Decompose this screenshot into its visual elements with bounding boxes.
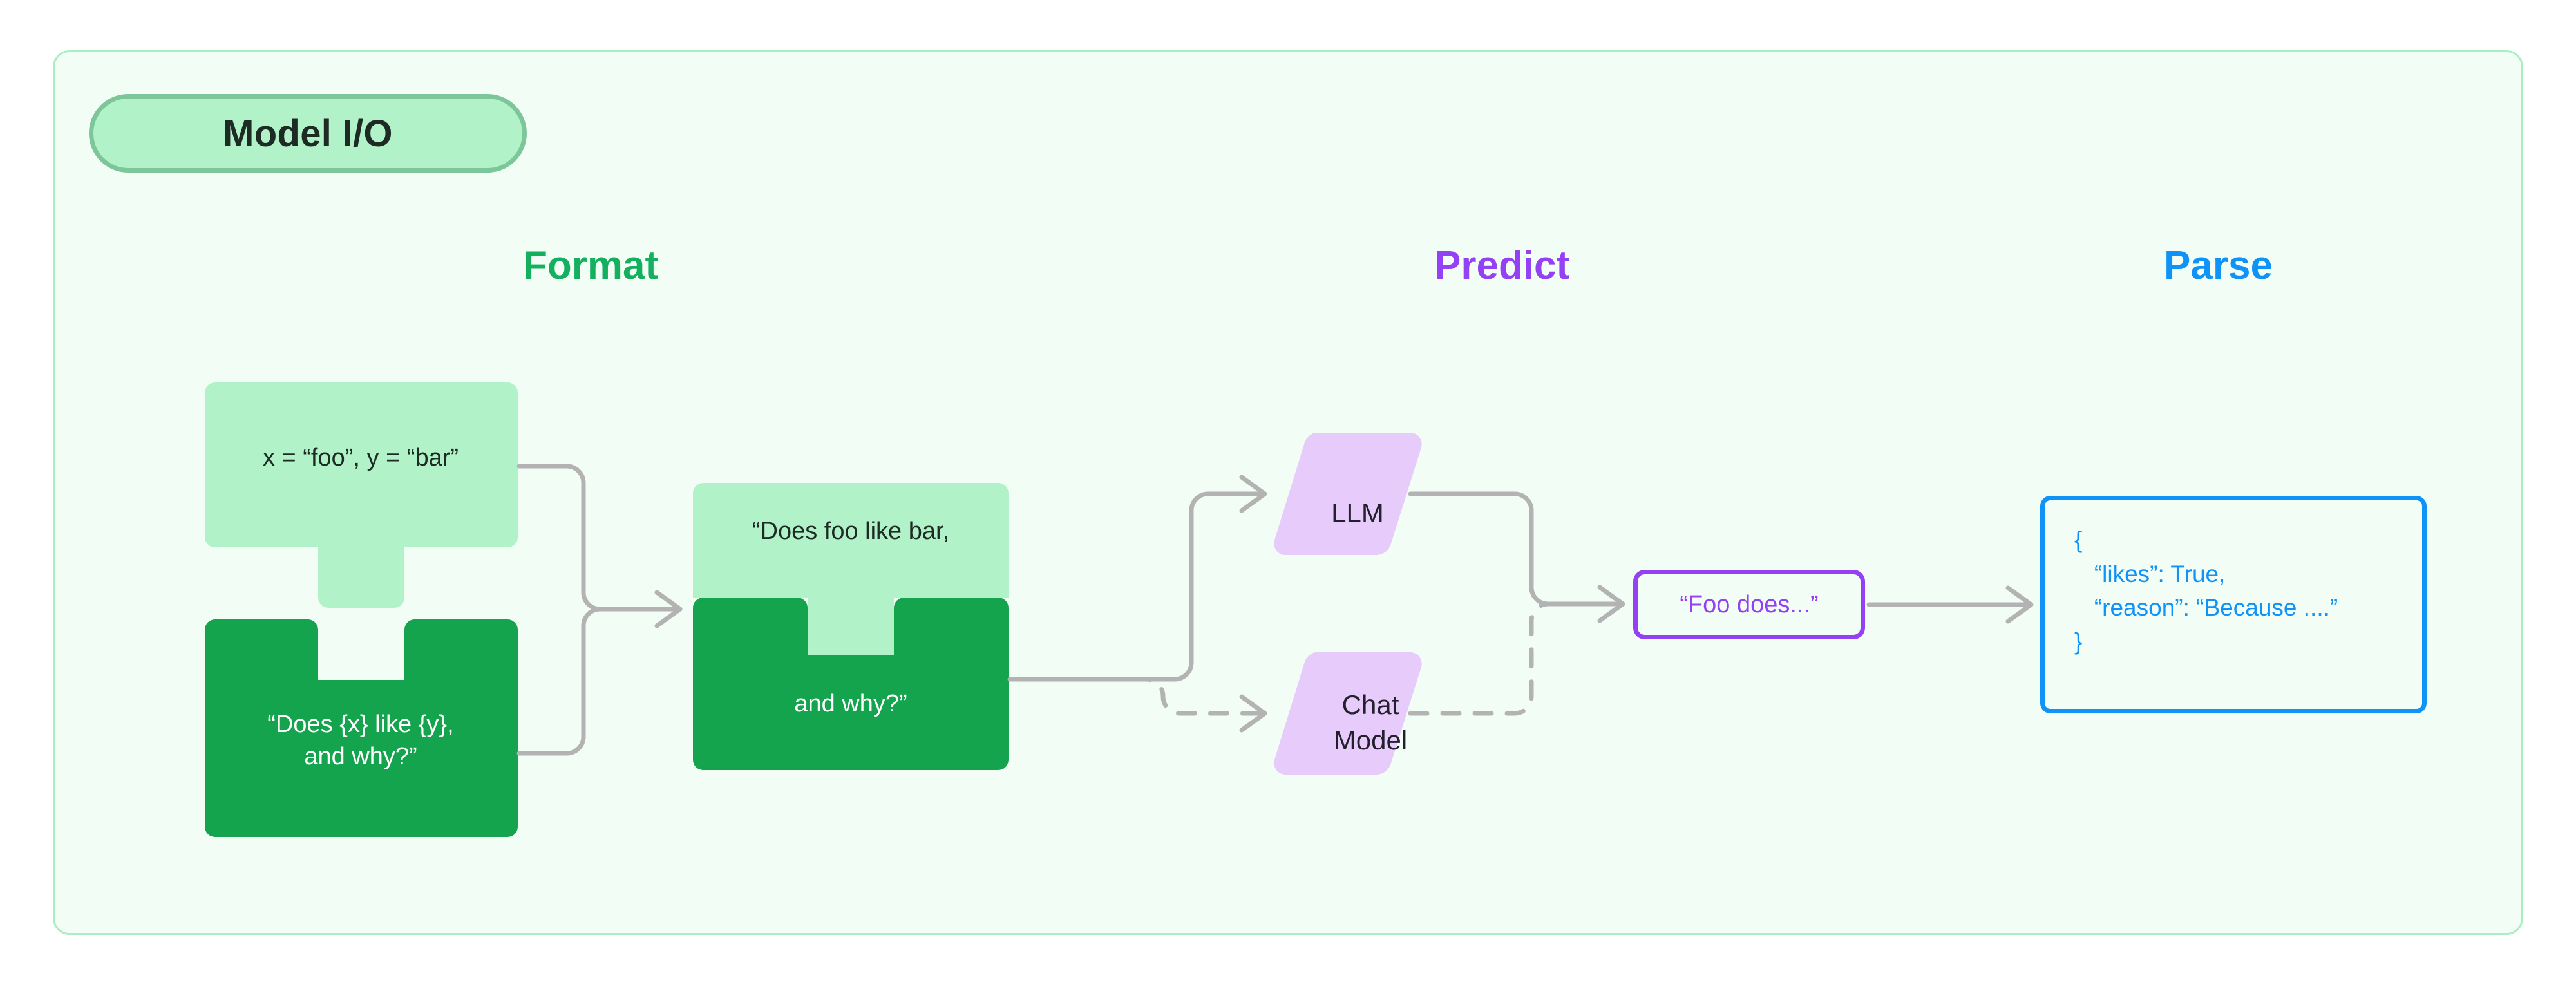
llm-node[interactable]: [1274, 433, 1422, 555]
json-line-open: {: [2074, 527, 2083, 553]
completion-box: “Foo does...”: [1633, 570, 1865, 639]
puzzle-piece-variables-label: x = “foo”, y = “bar”: [262, 444, 459, 471]
heading-predict: Predict: [1434, 243, 1570, 288]
puzzle-piece-prompt-top: [693, 483, 1009, 655]
model-io-badge-label: Model I/O: [223, 112, 393, 155]
heading-format: Format: [523, 243, 659, 288]
puzzle-piece-prompt-bottom-label: and why?”: [794, 690, 907, 717]
completion-text: “Foo does...”: [1680, 590, 1819, 618]
parsed-json-box: { “likes”: True, “reason”: “Because ....…: [2040, 496, 2427, 713]
json-line-likes: “likes”: True,: [2074, 560, 2226, 587]
chat-model-node[interactable]: [1274, 652, 1422, 775]
model-io-badge: Model I/O: [89, 94, 527, 173]
llm-node-label: LLM: [1331, 498, 1384, 528]
puzzle-piece-template-label: “Does {x} like {y}, and why?”: [267, 711, 454, 771]
heading-parse: Parse: [2164, 243, 2273, 288]
puzzle-piece-variables: [205, 382, 518, 608]
json-line-reason: “reason”: “Because ....”: [2074, 594, 2338, 621]
json-line-close: }: [2074, 628, 2083, 655]
puzzle-piece-template: [205, 619, 518, 837]
puzzle-piece-prompt-top-label: “Does foo like bar,: [752, 518, 950, 545]
chat-model-node-label: Chat Model: [1333, 690, 1408, 755]
puzzle-piece-prompt-bottom: [693, 598, 1009, 770]
